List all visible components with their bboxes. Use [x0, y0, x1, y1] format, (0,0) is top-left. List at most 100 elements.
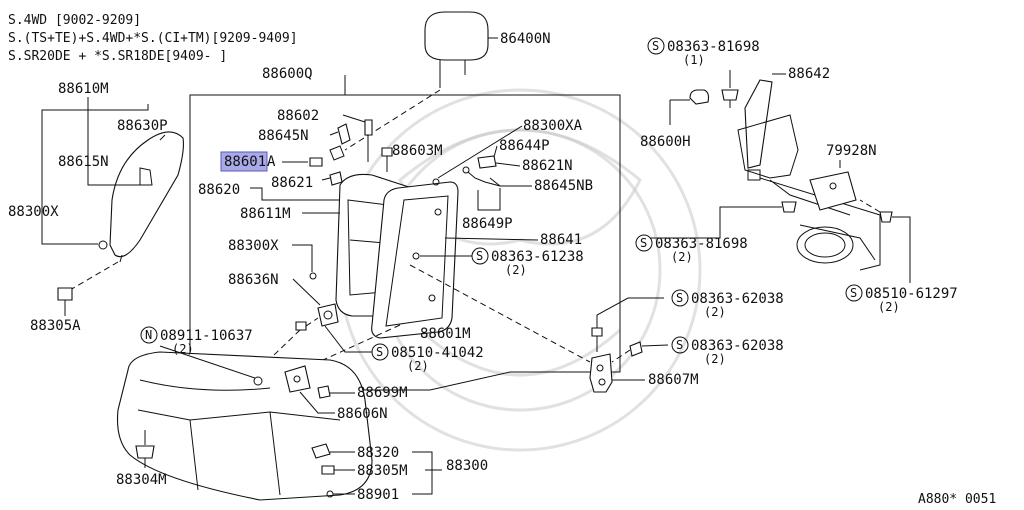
- part-88601-suffix[interactable]: A: [267, 154, 276, 170]
- seatback-panel-part[interactable]: [371, 181, 459, 339]
- fastener-f2-number[interactable]: 08363-61238: [491, 249, 584, 265]
- fastener-f3-qty: (2): [671, 250, 693, 264]
- part-88649P[interactable]: 88649P: [462, 216, 513, 232]
- hinge-88699M-icon: [284, 365, 331, 399]
- bracket-88607M-part[interactable]: [589, 353, 613, 393]
- side-cushion-part[interactable]: [109, 131, 184, 263]
- bolt-side-88607M-icon: [629, 341, 643, 357]
- fastener-f3-symbol-letter: S: [640, 236, 647, 250]
- part-88304M[interactable]: 88304M: [116, 472, 167, 488]
- part-88642[interactable]: 88642: [788, 66, 830, 82]
- fastener-f6-symbol: [671, 336, 689, 354]
- part-88300[interactable]: 88300: [446, 458, 488, 474]
- part-88603M[interactable]: 88603M: [392, 143, 443, 159]
- screw-88601A-icon: [309, 157, 323, 167]
- part-88621[interactable]: 88621: [271, 175, 313, 191]
- fastener-f8-symbol: [140, 326, 158, 344]
- part-86400N[interactable]: 86400N: [500, 31, 551, 47]
- screw-88305M-icon: [321, 465, 335, 475]
- fastener-f2-symbol-letter: S: [476, 249, 483, 263]
- clip-88644P-icon: [477, 155, 497, 169]
- part-88699M[interactable]: 88699M: [357, 385, 408, 401]
- highlight-box: [220, 151, 268, 172]
- bracket-88645N-icon: [329, 123, 351, 161]
- part-88305M[interactable]: 88305M: [357, 463, 408, 479]
- bracket-88642-part[interactable]: [744, 79, 773, 181]
- fastener-f4-number[interactable]: 08363-62038: [691, 291, 784, 307]
- watermark-emblem: [338, 88, 702, 452]
- cap-88600H-icon: [689, 89, 710, 105]
- latch-88602-icon: [364, 119, 373, 162]
- applicability-note-2: S.(TS+TE)+S.4WD+*S.(CI+TM)[9209-9409]: [8, 31, 298, 46]
- part-88611M[interactable]: 88611M: [240, 206, 291, 222]
- part-88620[interactable]: 88620: [198, 182, 240, 198]
- part-88615N[interactable]: 88615N: [58, 154, 109, 170]
- fastener-f5-qty: (2): [878, 300, 900, 314]
- fastener-f7-qty: (2): [407, 359, 429, 373]
- part-88901[interactable]: 88901: [357, 487, 399, 503]
- part-88601-highlighted[interactable]: 88601: [224, 154, 266, 170]
- fastener-f8-number[interactable]: 08911-10637: [160, 328, 253, 344]
- part-88305A[interactable]: 88305A: [30, 318, 81, 334]
- part-88645N[interactable]: 88645N: [258, 128, 309, 144]
- fastener-f8-qty: (2): [172, 342, 194, 356]
- fastener-f6-symbol-letter: S: [676, 338, 683, 352]
- hinge-88636N-icon: [317, 303, 339, 327]
- fastener-f1-number[interactable]: 08363-81698: [667, 39, 760, 55]
- part-88607M[interactable]: 88607M: [648, 372, 699, 388]
- bolt-f1-icon: [721, 89, 739, 108]
- bolt-88603M-icon: [381, 147, 393, 172]
- fastener-f1-qty: (1): [683, 53, 705, 67]
- bracket-88304M-icon: [135, 445, 155, 459]
- fastener-f6-qty: (2): [704, 352, 726, 366]
- bolt-88305A-icon: [57, 287, 73, 310]
- diagram-code: A880* 0051: [918, 492, 996, 507]
- part-88602[interactable]: 88602: [277, 108, 319, 124]
- fastener-f4-qty: (2): [704, 305, 726, 319]
- bolt-f5-icon: [879, 211, 893, 223]
- part-88600H[interactable]: 88600H: [640, 134, 691, 150]
- part-88641[interactable]: 88641: [540, 232, 582, 248]
- fastener-f1-symbol-letter: S: [652, 39, 659, 53]
- bolt-upper-88607M-icon: [591, 327, 603, 352]
- part-88320[interactable]: 88320: [357, 445, 399, 461]
- fastener-f3-number[interactable]: 08363-81698: [655, 236, 748, 252]
- fastener-f7-number[interactable]: 08510-41042: [391, 345, 484, 361]
- part-88601M[interactable]: 88601M: [420, 326, 471, 342]
- part-88644P[interactable]: 88644P: [499, 138, 550, 154]
- part-88610M[interactable]: 88610M: [58, 81, 109, 97]
- applicability-note-3: S.SR20DE + *S.SR18DE[9409- ]: [8, 49, 227, 64]
- fastener-f5-symbol: [845, 284, 863, 302]
- fastener-f7-symbol: [371, 343, 389, 361]
- part-79928N[interactable]: 79928N: [826, 143, 877, 159]
- fastener-f5-symbol-letter: S: [850, 286, 857, 300]
- fastener-f1-symbol: [647, 37, 665, 55]
- latch-79928N-part[interactable]: [809, 171, 857, 211]
- rod-88649P-icon: [462, 166, 501, 187]
- fastener-f4-symbol-letter: S: [676, 291, 683, 305]
- part-88630P[interactable]: 88630P: [117, 118, 168, 134]
- part-88606N[interactable]: 88606N: [337, 406, 388, 422]
- bolt-f3-icon: [781, 201, 797, 213]
- clip-88621-icon: [329, 171, 343, 186]
- fastener-f4-symbol: [671, 289, 689, 307]
- part-88645NB[interactable]: 88645NB: [534, 178, 593, 194]
- part-88636N[interactable]: 88636N: [228, 272, 279, 288]
- fastener-f8-symbol-letter: N: [145, 328, 152, 342]
- part-88300XA[interactable]: 88300XA: [523, 118, 583, 134]
- headrest-part[interactable]: [424, 11, 498, 88]
- fastener-f2-qty: (2): [505, 263, 527, 277]
- part-88621N[interactable]: 88621N: [522, 158, 573, 174]
- seat-cushion-part[interactable]: [116, 351, 373, 501]
- fastener-f6-number[interactable]: 08363-62038: [691, 338, 784, 354]
- part-88300X-left[interactable]: 88300X: [8, 204, 59, 220]
- applicability-note-1: S.4WD [9002-9209]: [8, 13, 141, 28]
- screw-small-icon: [295, 321, 307, 331]
- part-88600Q[interactable]: 88600Q: [262, 66, 313, 82]
- fastener-f5-number[interactable]: 08510-61297: [865, 286, 958, 302]
- fastener-f3-symbol: [635, 234, 653, 252]
- vehicle-body-panel: [737, 114, 881, 271]
- part-88300X-mid[interactable]: 88300X: [228, 238, 279, 254]
- clip-88320-icon: [311, 443, 331, 459]
